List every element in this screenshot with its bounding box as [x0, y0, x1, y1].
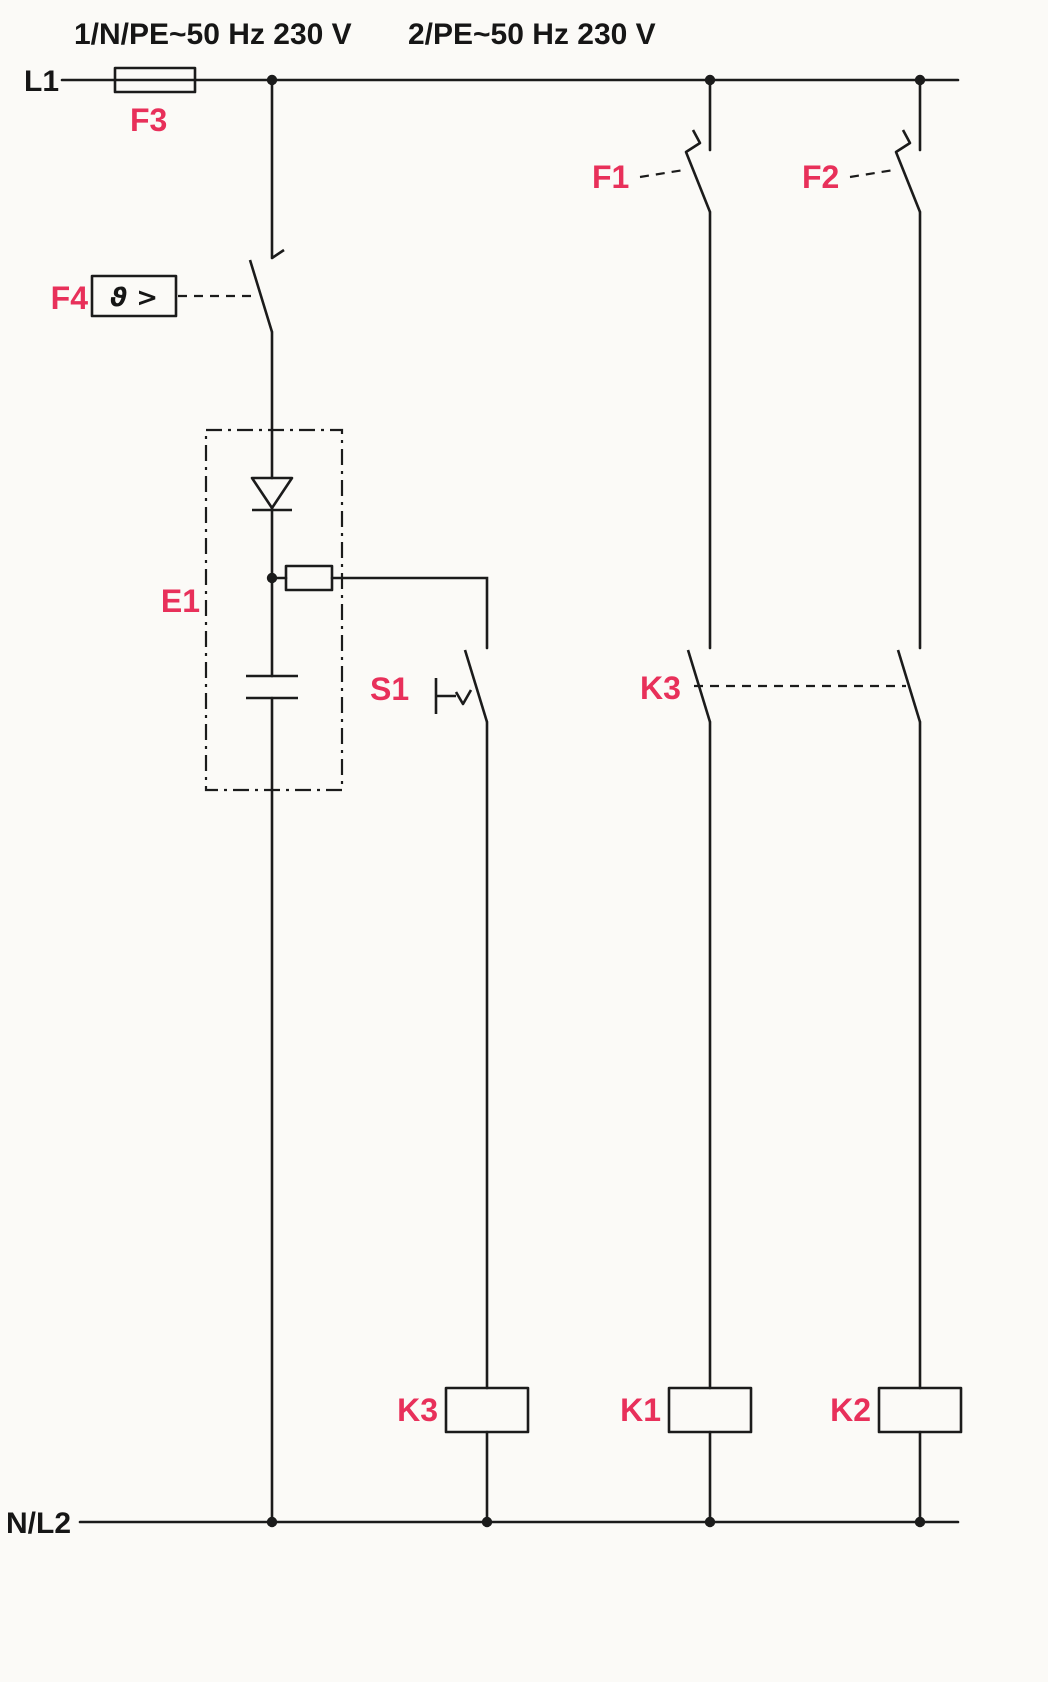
- k3-contact-symbol-right: [896, 649, 922, 723]
- resistor-branch-wire: [270, 576, 489, 650]
- s1-label: S1: [370, 671, 409, 707]
- junction-dot: [704, 1516, 716, 1528]
- rail-label-nl2: N/L2: [6, 1507, 71, 1540]
- fuse-f3-label: F3: [130, 102, 167, 138]
- rail-label-l1: L1: [24, 65, 59, 98]
- supply-label-right: 2/PE~50 Hz 230 V: [408, 18, 656, 51]
- junction-dot: [266, 1516, 278, 1528]
- e1-enclosure-box: [204, 428, 344, 792]
- f1-breaker-symbol: [684, 129, 712, 213]
- k1-coil-symbol: [667, 1386, 753, 1434]
- capacitor-symbol: [246, 674, 298, 700]
- fuse-f3-symbol: [113, 66, 197, 94]
- k2-coil-symbol: [877, 1386, 963, 1434]
- k1-coil-label: K1: [620, 1392, 661, 1428]
- f1-link-dashed: [639, 168, 685, 179]
- e1-label: E1: [161, 583, 200, 619]
- f4-label: F4: [51, 280, 89, 316]
- f2-breaker-symbol: [894, 129, 922, 213]
- k3-contact-label: K3: [640, 670, 681, 706]
- f4-contact-symbol: [248, 248, 285, 333]
- s1-contact-symbol: [463, 649, 489, 723]
- k3-coil-symbol: [444, 1386, 530, 1434]
- f4-theta-symbol: ϑ >: [110, 283, 158, 313]
- f2-link-dashed: [849, 168, 895, 179]
- f1-label: F1: [592, 159, 629, 195]
- junction-dot: [914, 1516, 926, 1528]
- k3-contact-symbol-left: [686, 649, 712, 723]
- s1-actuator-symbol: [434, 678, 473, 714]
- supply-label-left: 1/N/PE~50 Hz 230 V: [74, 18, 352, 51]
- f2-label: F2: [802, 159, 839, 195]
- resistor-symbol: [284, 564, 334, 592]
- f4-trip-box: [90, 274, 178, 318]
- diode-symbol: [250, 476, 294, 510]
- k2-coil-label: K2: [830, 1392, 871, 1428]
- k3-coil-label: K3: [397, 1392, 438, 1428]
- junction-dot: [481, 1516, 493, 1528]
